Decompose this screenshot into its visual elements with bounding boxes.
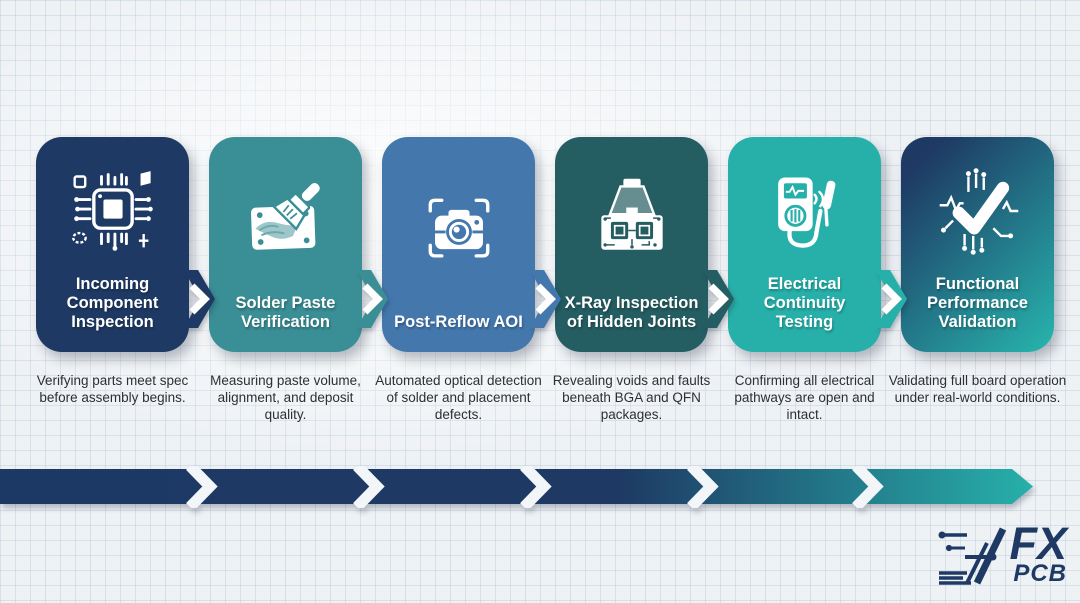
- step-description: Revealing voids and faults beneath BGA a…: [552, 373, 711, 423]
- step-card: Incoming Component Inspection: [36, 137, 189, 352]
- step-card: X-Ray Inspection of Hidden Joints: [555, 137, 708, 352]
- multimeter-icon: [728, 137, 881, 275]
- step-description: Measuring paste volume, alignment, and d…: [210, 373, 361, 423]
- circuit-checkmark-icon: [901, 137, 1054, 275]
- step-title: Incoming Component Inspection: [66, 274, 159, 331]
- logo-circuit-glyph-icon: [937, 521, 1009, 589]
- step-description: Confirming all electrical pathways are o…: [734, 373, 875, 423]
- step-title: Post-Reflow AOI: [394, 312, 523, 331]
- chevron-connector-icon: [182, 270, 216, 328]
- step-title: Solder Paste Verification: [235, 293, 336, 331]
- step-card: Solder Paste Verification: [209, 137, 362, 352]
- step-functional-validation: Functional Performance Validation Valida…: [889, 137, 1066, 405]
- logo-text: FX PCB: [1009, 518, 1067, 587]
- step-solder-paste: Solder Paste Verification Measuring past…: [209, 137, 388, 422]
- chevron-connector-icon: [528, 270, 562, 328]
- step-incoming-inspection: Incoming Component Inspection Verifying …: [36, 137, 215, 405]
- step-card: Functional Performance Validation: [901, 137, 1054, 352]
- chevron-connector-icon: [874, 270, 908, 328]
- step-card: Post-Reflow AOI: [382, 137, 535, 352]
- step-card: Electrical Continuity Testing: [728, 137, 881, 352]
- chevron-connector-icon: [355, 270, 389, 328]
- progress-arrow-bar: [0, 466, 1080, 508]
- solder-paste-brush-icon: [209, 137, 362, 294]
- fxpcb-logo: FX PCB: [937, 521, 1067, 589]
- logo-line-pcb: PCB: [1013, 560, 1067, 587]
- step-description: Automated optical detection of solder an…: [375, 373, 542, 423]
- step-description: Verifying parts meet spec before assembl…: [36, 373, 189, 406]
- step-title: Electrical Continuity Testing: [763, 274, 846, 331]
- microchip-icon: [36, 137, 189, 275]
- step-title: X-Ray Inspection of Hidden Joints: [564, 293, 699, 331]
- xray-machine-icon: [555, 137, 708, 294]
- logo-line-fx: FX: [1009, 518, 1067, 569]
- process-steps-row: Incoming Component Inspection Verifying …: [36, 137, 1066, 422]
- step-xray-inspection: X-Ray Inspection of Hidden Joints Reveal…: [553, 137, 734, 422]
- aoi-camera-icon: [382, 137, 535, 313]
- step-title: Functional Performance Validation: [927, 274, 1028, 331]
- step-continuity-testing: Electrical Continuity Testing Confirming…: [728, 137, 907, 422]
- chevron-connector-icon: [701, 270, 735, 328]
- step-post-reflow-aoi: Post-Reflow AOI Automated optical detect…: [375, 137, 561, 422]
- step-description: Validating full board operation under re…: [888, 373, 1067, 406]
